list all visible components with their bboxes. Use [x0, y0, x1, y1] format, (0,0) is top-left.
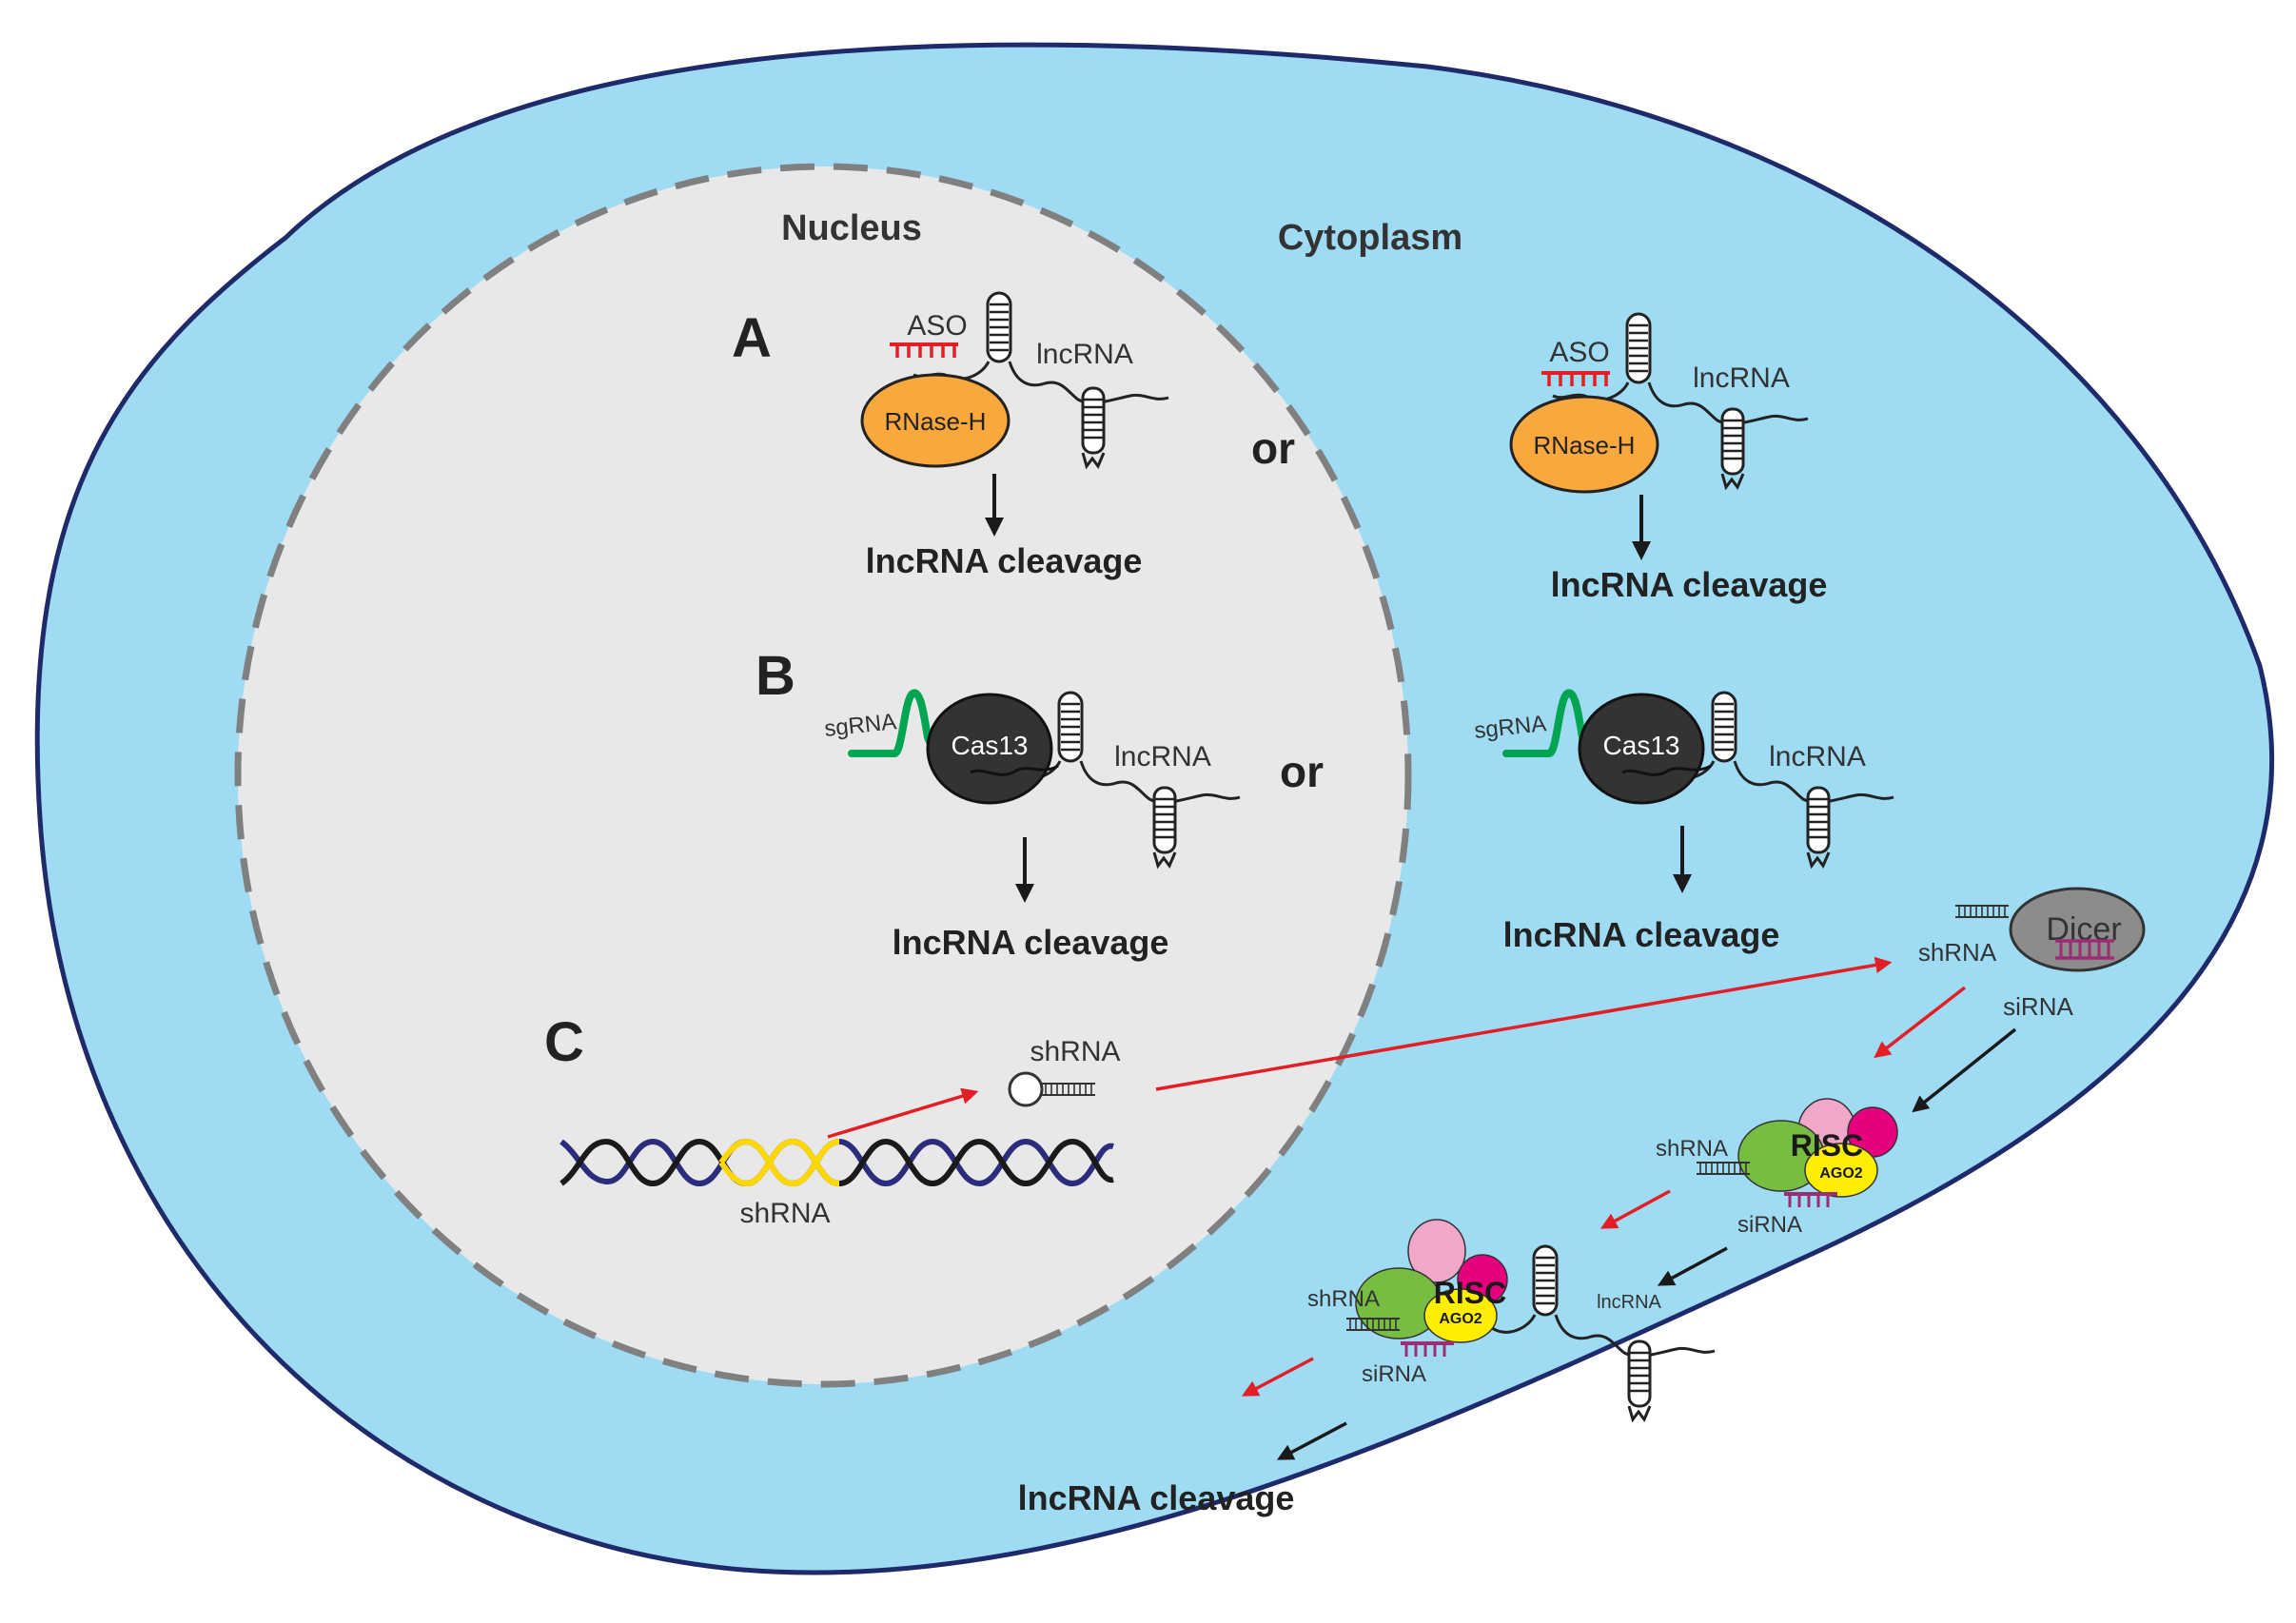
- cas13-bound-rna: [1621, 764, 1712, 776]
- lncrna-label: lncRNA: [1114, 741, 1211, 772]
- dicer-sirna-label: siRNA: [2003, 992, 2073, 1021]
- dicer-complex: Dicer: [1954, 887, 2146, 972]
- ago2-label: AGO2: [1819, 1165, 1862, 1182]
- arrow-dicer-to-risc-black: [1912, 1027, 2017, 1113]
- lncrna-label: lncRNA: [1693, 362, 1790, 394]
- lncrna-label: lncRNA: [1769, 741, 1866, 772]
- cas13-label: Cas13: [952, 731, 1029, 760]
- dicer-enzyme: [2009, 887, 2146, 972]
- cleavage-b-nucleus: lncRNA cleavage: [893, 923, 1169, 962]
- nucleus-label: Nucleus: [781, 208, 922, 248]
- risc-label: RISC: [1434, 1276, 1506, 1310]
- risc1-shrna-label: shRNA: [1656, 1136, 1728, 1162]
- arrow-cleavage-black: [1276, 1421, 1347, 1460]
- cytoplasm-label: Cytoplasm: [1278, 218, 1462, 258]
- rnase-h-enzyme: [860, 373, 1011, 468]
- cleavage-a-cytoplasm: lncRNA cleavage: [1551, 565, 1828, 604]
- cas13-label: Cas13: [1603, 731, 1680, 760]
- risc1-sirna-label: siRNA: [1737, 1212, 1802, 1238]
- arrow-cleavage-red: [1241, 1357, 1314, 1397]
- rnase-h-label: RNase-H: [885, 407, 987, 436]
- risc-label: RISC: [1791, 1128, 1863, 1163]
- or-label-b: or: [1280, 747, 1324, 796]
- panel-c-label: C: [544, 1011, 584, 1073]
- risc-complex-2: RISC AGO2: [1345, 1219, 1717, 1421]
- arrow-risc-to-target-black: [1657, 1246, 1728, 1286]
- panel-a-label: A: [732, 307, 772, 369]
- risc-complex-1: RISC AGO2: [1696, 1098, 1898, 1209]
- shrna-transcript-label: shRNA: [1030, 1036, 1120, 1067]
- cas13-bound-rna: [970, 764, 1059, 776]
- lncrna-label: lncRNA: [1036, 339, 1133, 370]
- nucleus-a-group: ASO lncRNA RNase-H lncRNA cleavage: [860, 291, 1170, 580]
- panel-b-label: B: [756, 645, 795, 707]
- risc2-shrna-label: shRNA: [1307, 1286, 1380, 1312]
- cytoplasm-a-group: ASO lncRNA RNase-H lncRNA cleavage: [1509, 312, 1828, 604]
- aso-label: ASO: [1549, 337, 1609, 368]
- risc2-lncrna-label: lncRNA: [1597, 1292, 1661, 1313]
- arrow-dicer-to-risc-red: [1874, 986, 1967, 1059]
- cytoplasm-b-group: sgRNA Cas13 lncRNA lncRNA cleavage: [1473, 689, 1895, 954]
- dicer-shrna-label: shRNA: [1918, 938, 1997, 967]
- risc2-sirna-label: siRNA: [1362, 1361, 1426, 1387]
- nucleus-b-group: sgRNA Cas13 lncRNA lncRNA cleavage: [823, 689, 1242, 962]
- arrow-nuclear-export: [1155, 956, 1893, 1091]
- arrow-transcription: [827, 1087, 979, 1139]
- aso-label: ASO: [907, 310, 967, 342]
- shrna-hairpin: [1008, 1071, 1096, 1107]
- or-label-a: or: [1251, 423, 1295, 473]
- cleavage-b-cytoplasm: lncRNA cleavage: [1503, 915, 1780, 954]
- rnase-h-enzyme: [1509, 395, 1659, 494]
- nucleus-envelope: [234, 163, 1412, 1388]
- rnase-h-label: RNase-H: [1534, 431, 1636, 460]
- dna-double-helix: [559, 1138, 1114, 1187]
- arrow-risc-to-target-red: [1599, 1189, 1671, 1229]
- cas13-enzyme: [926, 693, 1053, 805]
- cleavage-c: lncRNA cleavage: [1018, 1478, 1295, 1517]
- shrna-gene-label: shRNA: [739, 1198, 830, 1229]
- cas13-enzyme: [1578, 693, 1705, 805]
- cleavage-a-nucleus: lncRNA cleavage: [866, 541, 1143, 580]
- ago2-label: AGO2: [1439, 1311, 1482, 1327]
